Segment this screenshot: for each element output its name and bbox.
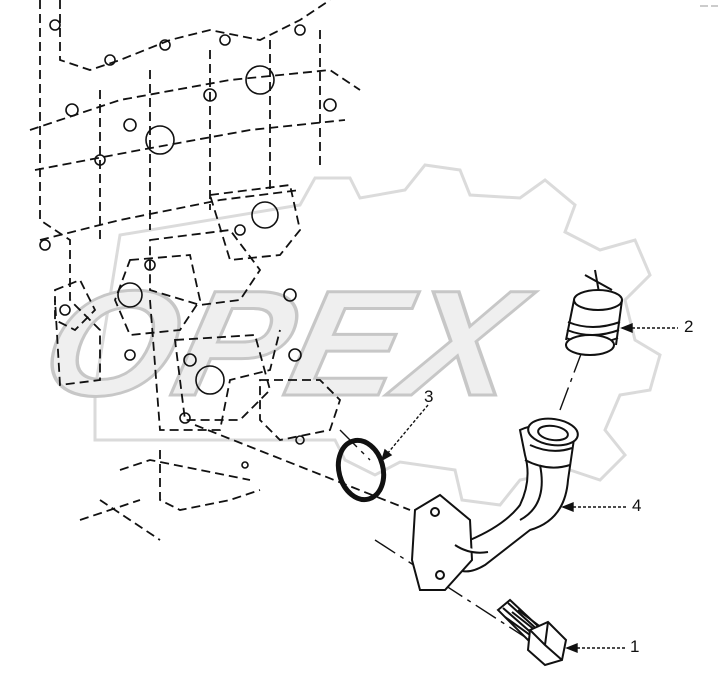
callout-2: 2 [684,317,694,336]
watermark-gear [93,163,662,507]
tube-plug [565,269,623,356]
leader-lines [380,322,678,654]
callout-3: 3 [424,387,434,406]
engine-block [29,0,411,541]
engine-bolt-holes [39,19,337,469]
callout-4: 4 [632,496,642,515]
watermark: OPEX [28,163,662,507]
o-ring [335,437,387,503]
flange-bolt [496,598,568,667]
fill-tube [410,417,579,591]
watermark-text: OPEX [29,261,543,428]
callout-1: 1 [630,637,640,656]
